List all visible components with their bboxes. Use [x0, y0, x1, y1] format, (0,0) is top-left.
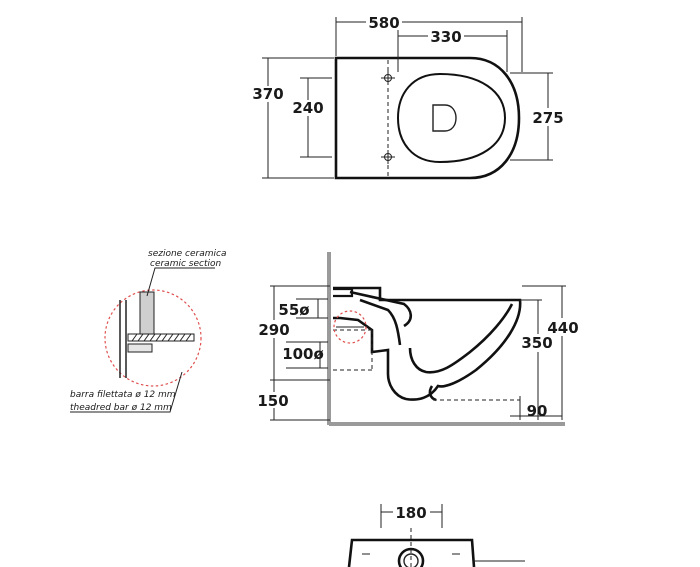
dim-100-label: 100ø [282, 345, 324, 363]
side-view: 290 150 55ø 100ø 440 350 90 [257, 252, 579, 426]
detail-leader-top [146, 267, 215, 297]
top-view-seat-opening [396, 72, 507, 164]
top-view-fixing-hole [381, 150, 395, 164]
top-view-fixing-hole [381, 71, 395, 85]
detail-ceramic-section [139, 291, 155, 335]
dim-580-label: 580 [368, 14, 399, 32]
detail-leader-bottom [70, 371, 183, 413]
dim-330-label: 330 [430, 28, 461, 46]
bottom-view: 180 [347, 504, 525, 567]
detail-label-en-1: ceramic section [150, 259, 221, 269]
dim-90-label: 90 [527, 402, 548, 420]
top-view-drain-shape [432, 104, 457, 132]
top-view-bowl-outline [334, 56, 521, 180]
dim-240-label: 240 [292, 99, 323, 117]
detail-label-it-1: sezione ceramica [148, 249, 227, 259]
detail-label-en-2: theadred bar ø 12 mm [70, 403, 172, 413]
dim-55-label: 55ø [278, 301, 309, 319]
bottom-view-body-outline [347, 538, 476, 567]
dim-350-label: 350 [521, 334, 552, 352]
dim-275-label: 275 [532, 109, 563, 127]
dim-150-label: 150 [257, 392, 288, 410]
side-view-detail-marker [333, 310, 367, 344]
dim-440-label: 440 [547, 319, 578, 337]
detail-circle [104, 289, 202, 387]
dim-370-label: 370 [252, 85, 283, 103]
dim-290-label: 290 [258, 321, 289, 339]
side-view-bowl-outline [333, 286, 522, 401]
top-view: 580 330 370 240 275 [252, 14, 564, 180]
detail-section: sezione ceramica ceramic section barra f… [70, 249, 227, 413]
detail-label-it-2: barra filettata ø 12 mm [70, 390, 176, 400]
dim-180-label: 180 [395, 504, 426, 522]
